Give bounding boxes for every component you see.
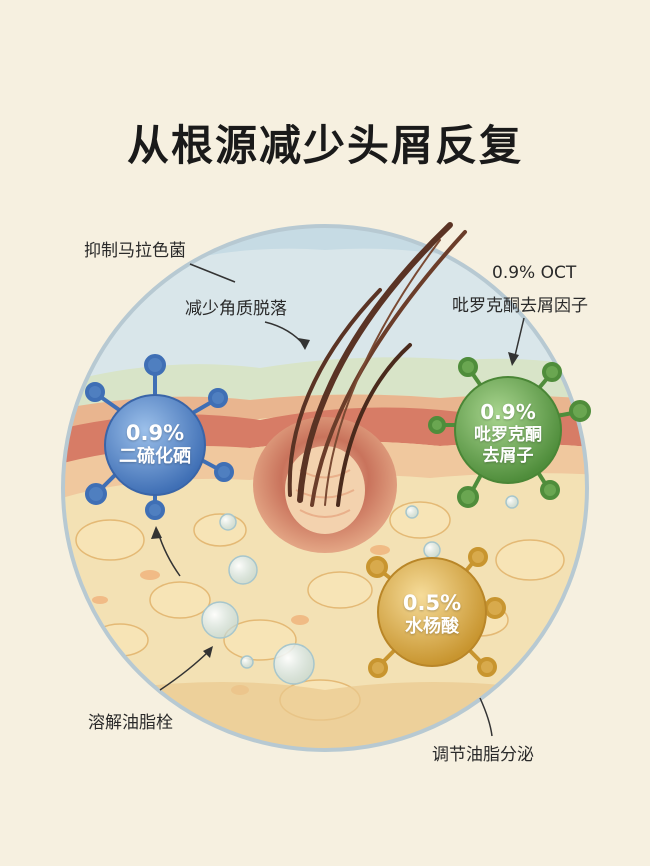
selenium-name: 二硫化硒	[119, 446, 191, 468]
selenium-label: 0.9% 二硫化硒	[105, 420, 205, 469]
label-malassezia: 抑制马拉色菌	[84, 241, 186, 261]
label-sebum-plug: 溶解油脂栓	[88, 713, 173, 733]
label-sebum-control: 调节油脂分泌	[432, 745, 534, 765]
salicylic-percent: 0.5%	[402, 591, 462, 615]
oct-percent: 0.9%	[480, 400, 536, 424]
molecule-salicylic	[366, 547, 506, 678]
molecule-selenium	[85, 354, 234, 520]
sebum-bubbles	[201, 495, 519, 685]
label-oct-line2: 吡罗克酮去屑因子	[452, 296, 588, 316]
oct-label: 0.9% 吡罗克酮 去屑子	[458, 400, 558, 468]
molecule-oct	[428, 357, 591, 508]
arrowheads	[151, 338, 519, 658]
label-oct-line1: 0.9% OCT	[492, 263, 577, 283]
salicylic-label: 0.5% 水杨酸	[382, 590, 482, 639]
hair-strands	[287, 222, 467, 507]
oct-name-2: 去屑子	[482, 446, 534, 467]
salicylic-name: 水杨酸	[405, 616, 459, 638]
oct-name: 吡罗克酮	[474, 425, 542, 445]
page-title: 从根源减少头屑反复	[126, 121, 523, 170]
label-keratin: 减少角质脱落	[185, 299, 287, 319]
selenium-percent: 0.9%	[125, 421, 185, 445]
